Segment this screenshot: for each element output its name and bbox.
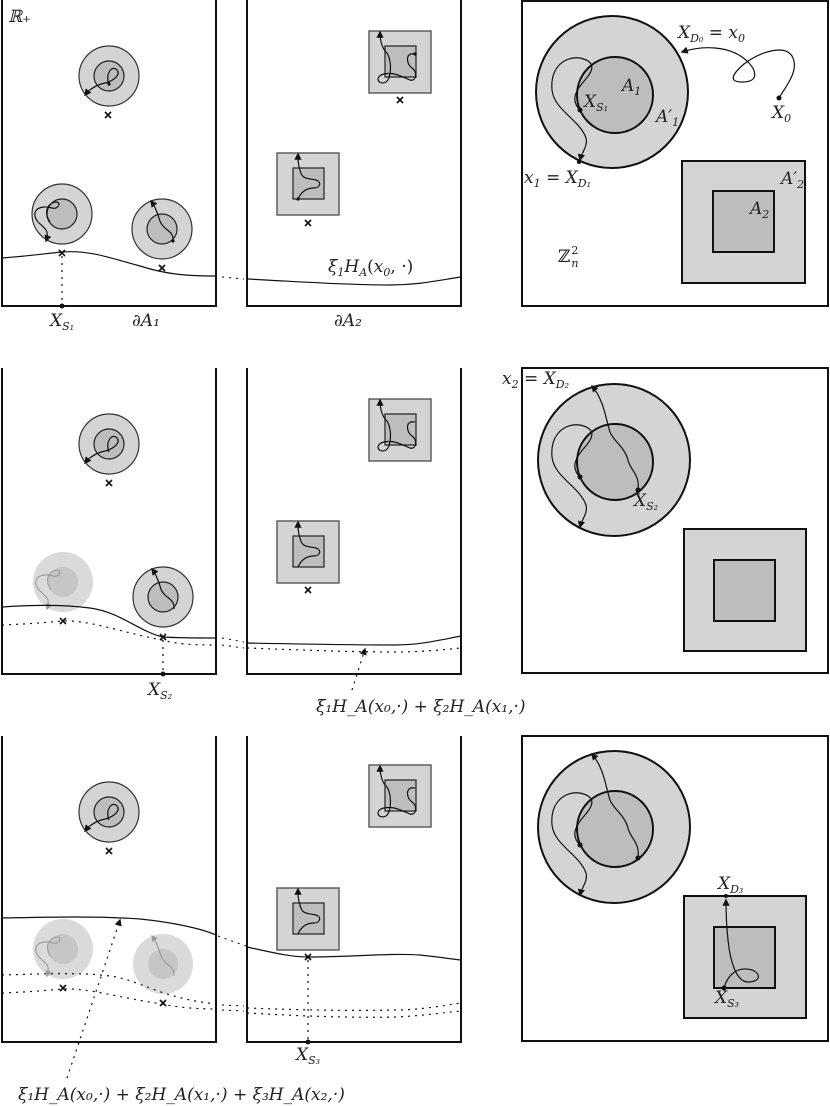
- gadget-circle: [132, 566, 194, 628]
- cross-marker: [159, 633, 167, 641]
- cross-marker: [59, 617, 67, 625]
- gadget-circle: [78, 413, 140, 475]
- previous-curve: [1, 620, 217, 646]
- panel-dA1-row3: [1, 736, 217, 1079]
- set-A1: [576, 56, 654, 134]
- dA2-label: ∂A₂: [334, 311, 362, 331]
- curve-label-row3: ξ₁H_A(x₀,·) + ξ₂H_A(x₁,·) + ξ₃H_A(x₂,·): [18, 1085, 345, 1105]
- curve-label-row2: ξ₁H_A(x₀,·) + ξ₂H_A(x₁,·): [316, 697, 526, 717]
- xs3-torus-label: XS₃: [713, 988, 739, 1010]
- curve-connector: [221, 644, 245, 649]
- cross-marker: [105, 479, 113, 487]
- harmonic-measure-curve: [246, 946, 462, 961]
- x1-label: x1 = XD₁: [524, 168, 591, 190]
- gadget-square: [276, 887, 340, 951]
- sample-point: [305, 1039, 311, 1045]
- torus-panel-row3: XD₃ XS₃: [521, 735, 829, 1042]
- panel-dA1-row2: XS₂: [1, 368, 217, 702]
- row-2: XS₂ ξ₁H_A(x₀,·) + ξ₂H_A(x₁,·): [1, 367, 829, 717]
- panel-dA1-row1: ℝ₊ XS₁ ∂A₁: [1, 0, 217, 333]
- curve-label-row1: ξ1HA(x0, ·): [328, 257, 413, 279]
- panel-dA2-row3: XS₃: [246, 736, 462, 1067]
- xs2-torus-label: XS₂: [632, 491, 658, 513]
- panel-dA2-row1: ξ1HA(x0, ·) ∂A₂: [246, 0, 462, 331]
- panel-dA2-row2: [246, 368, 462, 691]
- gadget-square: [276, 520, 340, 584]
- row-3: XS₃ ξ₁H_A(x₀,·) + ξ₂H_A(x₁,·) + ξ₃H_A(x₂…: [1, 735, 829, 1105]
- harmonic-measure-curve: [246, 276, 462, 286]
- cross-marker: [304, 219, 312, 227]
- cross-marker: [159, 999, 167, 1007]
- gadget-circle-faded: [133, 934, 193, 994]
- gadget-square: [368, 764, 432, 828]
- gadget-square: [276, 152, 340, 216]
- gadget-circle: [131, 198, 193, 260]
- x2-label: x2 = XD₂: [502, 369, 569, 391]
- previous-curve: [246, 1010, 462, 1018]
- cross-marker: [58, 249, 66, 257]
- curve-connector: [221, 276, 245, 280]
- harmonic-measure-curve: [246, 635, 462, 646]
- cross-marker: [104, 111, 112, 119]
- label-pointer: [351, 647, 367, 691]
- xs3-label: XS₃: [294, 1045, 320, 1067]
- xs2-label: XS₂: [146, 680, 172, 702]
- gadget-square: [368, 30, 432, 94]
- r-plus-label: ℝ₊: [8, 7, 31, 27]
- dA1-label: ∂A₁: [132, 311, 160, 331]
- curve-connector: [217, 935, 247, 947]
- cross-marker: [59, 984, 67, 992]
- harmonic-measure-curve: [1, 916, 217, 936]
- gadget-circle: [31, 183, 93, 245]
- cross-marker: [304, 586, 312, 594]
- xs1-torus-label: XS₁: [582, 92, 608, 114]
- sample-point: [160, 671, 166, 677]
- previous-curve: [1, 988, 217, 1010]
- gadget-square: [368, 398, 432, 462]
- xs1-label: XS₁: [48, 311, 74, 333]
- xd3-label: XD₃: [716, 874, 743, 896]
- cross-marker: [105, 847, 113, 855]
- cross-marker: [304, 953, 312, 961]
- torus-panel-row2: x2 = XD₂ XS₂: [502, 367, 829, 674]
- gadget-circle: [78, 45, 140, 107]
- previous-curve: [246, 647, 462, 653]
- harmonic-measure-curve: [1, 251, 217, 277]
- curve-connector: [221, 1004, 245, 1007]
- gadget-circle-faded: [33, 552, 93, 612]
- cross-marker: [396, 96, 404, 104]
- x0-label: X0: [770, 103, 791, 125]
- torus-panel-row1: XD₀ = x0 X0 XS₁ A1 A′1 A′2 A2 x1 = XD₁ ℤ…: [521, 0, 829, 307]
- sample-point: [59, 303, 65, 309]
- harmonic-measure-curve: [1, 604, 217, 639]
- curve-connector: [221, 1009, 245, 1012]
- cross-marker: [158, 264, 166, 272]
- row-1: ℝ₊ XS₁ ∂A₁ ξ1HA(x0, ·) ∂A₂: [1, 0, 829, 333]
- set-A2: [712, 190, 775, 253]
- previous-curve: [246, 1002, 462, 1011]
- gadget-circle-faded: [33, 919, 93, 979]
- gadget-circle: [78, 781, 140, 843]
- previous-curve: [1, 973, 217, 1005]
- curve-connector: [221, 637, 245, 643]
- xd0-label: XD₀ = x0: [676, 23, 745, 45]
